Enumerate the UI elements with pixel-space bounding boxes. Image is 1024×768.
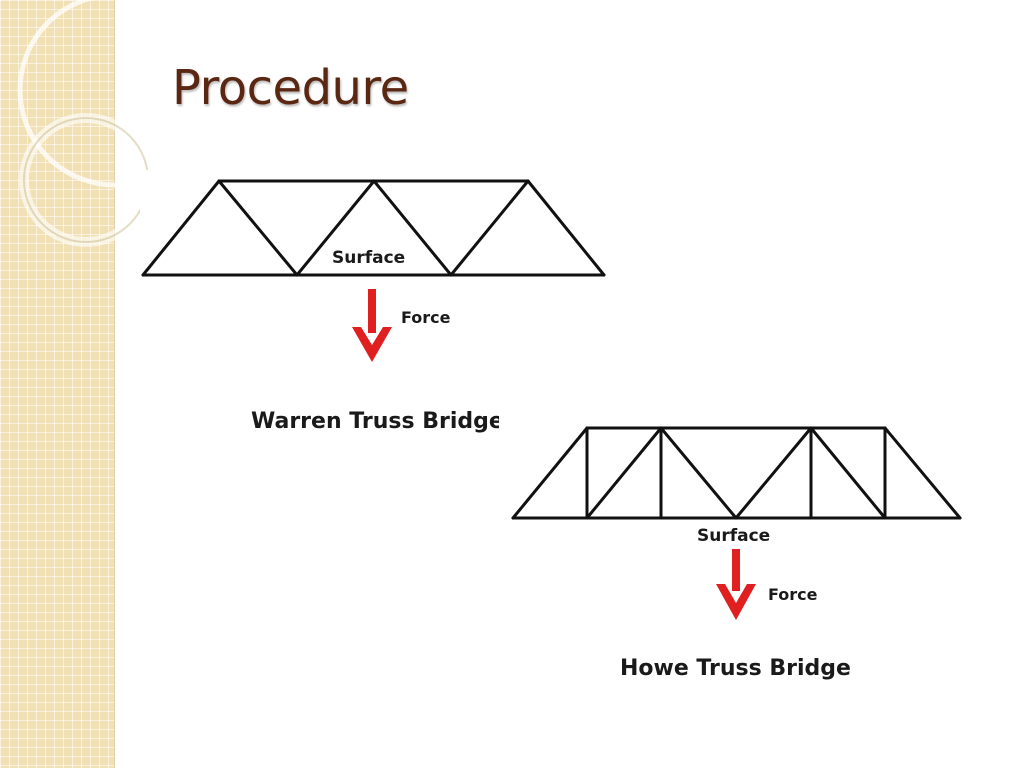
warren-force-label: Force [401, 308, 451, 327]
warren-caption-clip: Warren Truss Bridge [250, 406, 499, 442]
howe-arrow-shaft [732, 549, 740, 591]
slide-title: Procedure [172, 60, 409, 116]
howe-surface-label: Surface [697, 526, 771, 546]
warren-member [295, 179, 376, 277]
warren-member [141, 179, 221, 277]
warren-surface-label: Surface [332, 248, 406, 268]
warren-member [526, 179, 606, 277]
howe-force-arrow [716, 549, 756, 620]
warren-truss-frame [141, 179, 606, 277]
howe-force-label: Force [768, 585, 818, 604]
warren-member [217, 179, 299, 277]
howe-arrow-head [716, 584, 756, 620]
warren-caption: Warren Truss Bridge [251, 409, 499, 434]
howe-diagonal [809, 426, 887, 520]
howe-caption: Howe Truss Bridge [620, 656, 851, 681]
howe-diagonal [734, 426, 813, 520]
warren-force-arrow [352, 289, 392, 362]
warren-arrow-head [352, 327, 392, 362]
warren-arrow-shaft [368, 289, 376, 333]
howe-truss-frame [511, 426, 962, 520]
howe-diagonal [585, 426, 663, 520]
howe-member [883, 426, 962, 520]
warren-member [449, 179, 530, 277]
warren-member [372, 179, 453, 277]
howe-member [511, 426, 589, 520]
howe-diagonal [659, 426, 738, 520]
